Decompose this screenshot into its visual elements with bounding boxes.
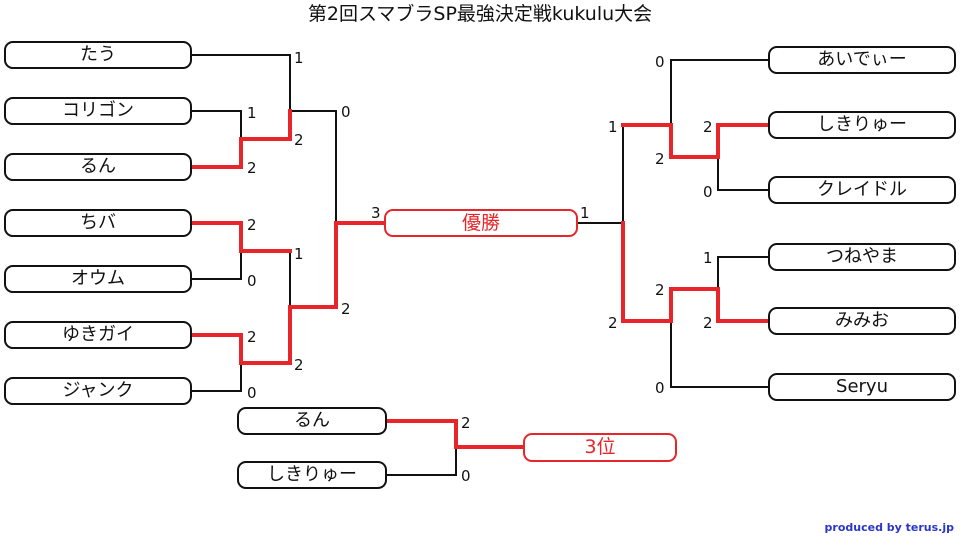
score-r1: 0 xyxy=(655,53,665,71)
player-r6: Seryu xyxy=(768,373,956,401)
player-r3: クレイドル xyxy=(768,176,956,204)
score-r4: 1 xyxy=(703,249,713,267)
player-r2: しきりゅー xyxy=(768,111,956,139)
score-r23: 2 xyxy=(655,150,665,168)
score-r3: 0 xyxy=(703,183,713,201)
score-l7: 0 xyxy=(247,384,257,402)
win-t1 xyxy=(383,419,526,449)
line-l7 xyxy=(190,362,242,392)
score-r-top: 1 xyxy=(608,118,618,136)
player-l4: ちバ xyxy=(4,209,192,237)
credit-link[interactable]: produced by terus.jp xyxy=(824,521,954,534)
score-l5: 0 xyxy=(247,272,257,290)
line-l-upper xyxy=(289,110,337,224)
line-l1 xyxy=(190,54,291,112)
score-l45b: 2 xyxy=(341,300,351,318)
player-l5: オウム xyxy=(4,265,192,293)
player-l3: るん xyxy=(4,153,192,181)
win-r5 xyxy=(621,221,771,323)
player-l6: ゆきガイ xyxy=(4,321,192,349)
player-r4: つねやま xyxy=(768,243,956,271)
champion-box: 優勝 xyxy=(384,209,578,237)
player-r5: みみお xyxy=(768,307,956,335)
score-l23: 2 xyxy=(294,131,304,149)
score-left-final: 3 xyxy=(371,204,381,222)
score-t2: 0 xyxy=(461,467,471,485)
line-r3 xyxy=(717,156,770,191)
score-l67: 2 xyxy=(294,356,304,374)
win-l3 xyxy=(189,109,292,169)
line-l2 xyxy=(190,110,242,140)
tournament-title: 第2回スマブラSP最強決定戦kukulu大会 xyxy=(307,3,653,25)
score-r2: 2 xyxy=(703,118,713,136)
win-r2 xyxy=(621,123,771,159)
score-r45: 2 xyxy=(655,281,665,299)
player-l7: ジャンク xyxy=(4,377,192,405)
score-l45: 1 xyxy=(294,245,304,263)
player-l1: たう xyxy=(4,41,192,69)
line-r1 xyxy=(670,59,770,126)
score-l1b: 0 xyxy=(341,103,351,121)
score-l6: 2 xyxy=(247,328,257,346)
score-r-bot: 2 xyxy=(608,314,618,332)
score-l2: 1 xyxy=(247,104,257,122)
player-t1: るん xyxy=(237,407,387,435)
player-r1: あいでぃー xyxy=(768,46,956,74)
score-r5: 2 xyxy=(703,314,713,332)
third-place-box: 3位 xyxy=(523,433,677,462)
player-t2: しきりゅー xyxy=(237,461,387,489)
score-r6: 0 xyxy=(655,379,665,397)
score-t1: 2 xyxy=(461,414,471,432)
score-l1: 1 xyxy=(294,49,304,67)
player-l2: コリゴン xyxy=(4,97,192,125)
score-l3: 2 xyxy=(247,159,257,177)
line-r4 xyxy=(717,256,770,290)
score-right-final: 1 xyxy=(580,204,590,222)
line-l5 xyxy=(190,250,242,280)
win-l4 xyxy=(189,221,292,253)
score-l4: 2 xyxy=(247,216,257,234)
win-l6 xyxy=(189,221,387,365)
line-t2 xyxy=(384,446,457,476)
